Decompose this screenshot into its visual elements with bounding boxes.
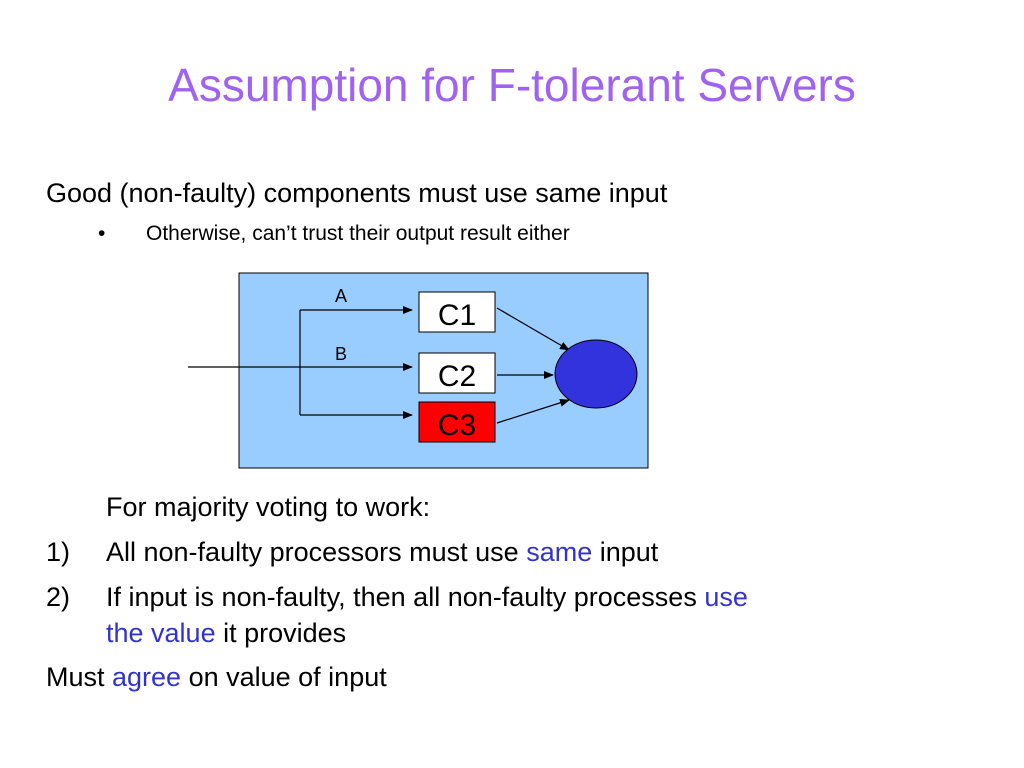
bullet-dot: • [98,222,106,245]
voter-node [554,339,638,409]
label-b: B [335,344,347,364]
highlight-agree: agree [112,662,182,692]
c3-label: C3 [438,409,476,442]
highlight-same: same [526,537,593,567]
condition-1: All non-faulty processors must use same … [106,537,659,567]
c2-box [418,352,496,394]
c1-to-voter [496,307,570,351]
condition-2-line1: If input is non-faulty, then all non-fau… [106,582,748,612]
c2-label: C2 [438,360,476,393]
label-a: A [335,286,347,306]
c3-box [418,401,496,443]
c3-to-voter [496,398,570,424]
highlight-the-value: the value [106,618,216,648]
condition-2-number: 2) [46,582,71,612]
condition-2-line2: the value it provides [106,618,347,648]
c1-label: C1 [438,299,476,332]
main-statement: Good (non-faulty) components must use sa… [46,178,668,208]
final-statement: Must agree on value of input [46,662,387,692]
bullet-text: Otherwise, can’t trust their output resu… [146,222,570,245]
bullet-item: • Otherwise, can’t trust their output res… [98,222,570,246]
highlight-use: use [704,582,748,612]
slide-title: Assumption for F-tolerant Servers [168,59,856,111]
voting-intro: For majority voting to work: [106,492,431,522]
c1-box [418,291,496,333]
condition-1-number: 1) [46,537,71,567]
